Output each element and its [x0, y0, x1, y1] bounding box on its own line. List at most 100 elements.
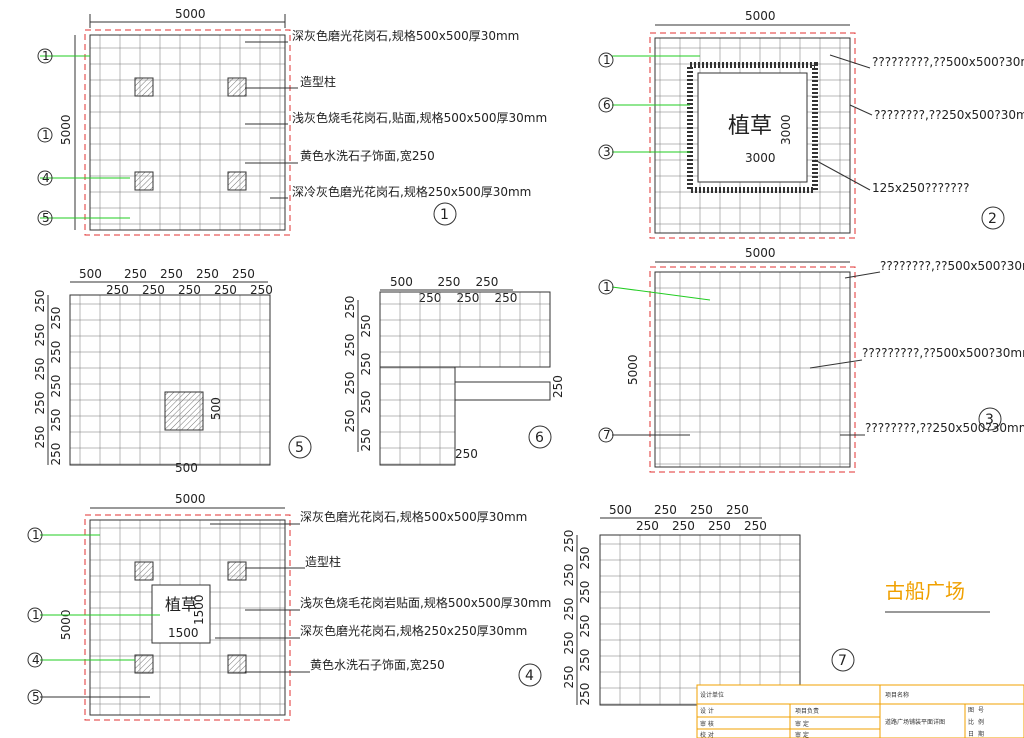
dim-label: 250: [124, 267, 147, 281]
note-1: ?????????,??500x500?30mm: [872, 55, 1024, 69]
dim-label: 250: [33, 358, 47, 381]
border-strip: [454, 381, 551, 401]
dim-left: 5000: [626, 354, 640, 385]
dim-label: 250: [562, 564, 576, 587]
dim-label: 250: [359, 391, 373, 414]
dim-label: 250: [708, 519, 731, 533]
plan-1: 5000 5000 1 1 4 5 深灰色磨光花岗石,规格500x500厚30m…: [37, 7, 547, 236]
marker-label: 5: [42, 211, 50, 225]
dim-label: 250: [196, 267, 219, 281]
tb-project-lead: 项目负责: [795, 707, 819, 715]
marker: [27, 689, 43, 705]
dim-left: 5000: [59, 114, 73, 145]
dim-label: 250: [636, 519, 659, 533]
column: [134, 561, 154, 581]
note-2: 造型柱: [305, 554, 341, 569]
boundary-dash: [649, 266, 856, 473]
plan-number-circle: [528, 425, 552, 449]
dim-label: 250: [33, 426, 47, 449]
marker: [37, 48, 53, 64]
tb-drawing-no: 图: [968, 707, 974, 714]
dim-label: 250: [726, 503, 749, 517]
dim-label: 500: [609, 503, 632, 517]
marker: [27, 527, 43, 543]
column: [134, 654, 154, 674]
dim-label: 250: [654, 503, 677, 517]
dim-label: 250: [562, 632, 576, 655]
note-2: 造型柱: [300, 74, 336, 89]
column: [227, 171, 247, 191]
dim-label: 250: [359, 353, 373, 376]
marker: [37, 170, 53, 186]
tb-check: 校 对: [700, 731, 714, 738]
column-square: [164, 391, 204, 431]
leader: [844, 271, 881, 279]
plan-number-circle: [433, 202, 457, 226]
note-5: 深冷灰色磨光花岗石,规格250x500厚30mm: [292, 184, 531, 199]
boundary-dash: [649, 32, 856, 239]
plan-number: 4: [525, 668, 534, 684]
dim-label: 250: [214, 283, 237, 297]
dim-top: 5000: [175, 492, 206, 506]
tb-approve-2: 审 定: [795, 731, 809, 738]
dim-label: 250: [142, 283, 165, 297]
dim-label: 250: [578, 683, 592, 706]
note-4: 黄色水洗石子饰面,宽250: [300, 148, 435, 163]
column: [227, 561, 247, 581]
note-2: ????????,??250x500?30mm: [874, 108, 1024, 122]
tile-grid: [69, 294, 271, 466]
marker: [598, 144, 614, 160]
tb-approve: 审 定: [795, 720, 809, 728]
leader-green: [611, 286, 711, 301]
marker: [598, 52, 614, 68]
dim-label: 250: [438, 275, 461, 289]
plan-number-circle: [978, 407, 1002, 431]
note-1: 深灰色磨光花岗石,规格500x500厚30mm: [292, 28, 519, 43]
dim-label: 250: [476, 275, 499, 289]
dim-label: 250: [690, 503, 713, 517]
grass-area: [151, 584, 211, 644]
dim-label: 250: [178, 283, 201, 297]
marker-label: 5: [32, 690, 40, 704]
dim-label: 250: [578, 581, 592, 604]
dim-label: 250: [33, 324, 47, 347]
boundary-dash: [84, 29, 291, 236]
boundary-dash: [84, 514, 291, 721]
title-block: 设计单位 项目名称 设 计 项目负责 道路广场铺装平面详图 审 核 审 定 校 …: [696, 684, 1024, 738]
grass-area: [697, 72, 808, 183]
column: [134, 77, 154, 97]
tb-drawing-name: 道路广场铺装平面详图: [885, 718, 945, 726]
dim-top: 5000: [175, 7, 206, 21]
title-block-frame: [696, 684, 1024, 738]
dim-left: 5000: [59, 609, 73, 640]
marker-label: 1: [42, 49, 50, 63]
note-3: 浅灰色烧毛花岗岩贴面,规格500x500厚30mm: [300, 595, 551, 610]
dim-label: 250: [562, 530, 576, 553]
leader: [849, 104, 873, 116]
dim-label: 250: [343, 334, 357, 357]
tb-project-name: 项目名称: [885, 691, 909, 699]
plan-number: 3: [985, 412, 994, 428]
marker-label: 3: [603, 145, 611, 159]
note-4: 深灰色磨光花岗石,规格250x250厚30mm: [300, 623, 527, 638]
plan-4: 5000 5000 植草 1500 1500 1 1 4 5 深灰色磨光花岗石,…: [27, 492, 551, 721]
marker-label: 4: [32, 653, 40, 667]
dim-square-w: 500: [175, 461, 198, 475]
paving-area: [654, 271, 851, 468]
plan-number: 5: [295, 440, 304, 456]
dim-top: 5000: [745, 246, 776, 260]
plan-number: 1: [440, 207, 449, 223]
sheet-title: 古船广场: [885, 579, 965, 603]
dim-label: 250: [359, 315, 373, 338]
tb-number: 号: [978, 707, 984, 714]
marker: [27, 652, 43, 668]
grass-label: 植草: [728, 114, 772, 139]
dim-label: 250: [578, 615, 592, 638]
dim-label: 500: [79, 267, 102, 281]
dim-label: 250: [49, 443, 63, 466]
marker-label: 1: [32, 608, 40, 622]
tb-ratio: 比: [968, 718, 974, 726]
